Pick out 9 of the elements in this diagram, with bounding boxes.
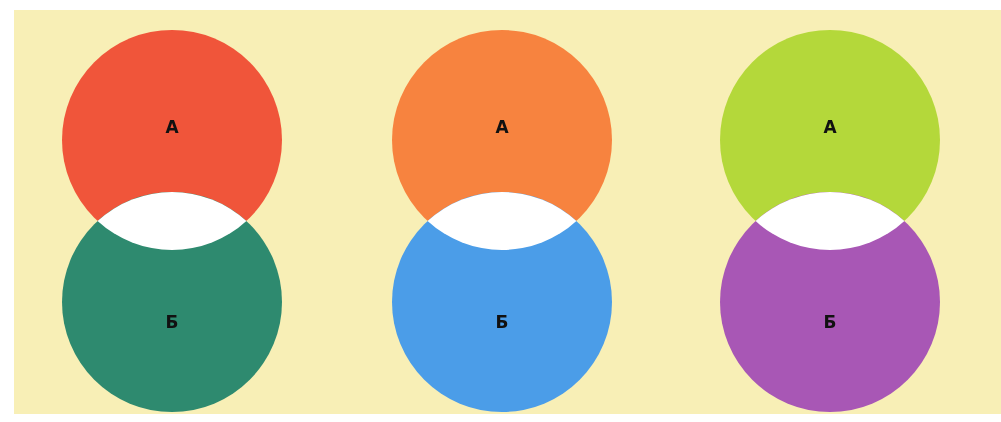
letter-label: А — [165, 117, 179, 137]
overlap-region — [97, 192, 247, 250]
letter-label: А — [823, 117, 837, 137]
letter-label: А — [495, 117, 509, 137]
letter-label: Б — [495, 312, 509, 332]
overlap-region — [427, 192, 577, 250]
letter-label: Б — [165, 312, 179, 332]
letter-label: Б — [823, 312, 837, 332]
overlap-region — [755, 192, 905, 250]
